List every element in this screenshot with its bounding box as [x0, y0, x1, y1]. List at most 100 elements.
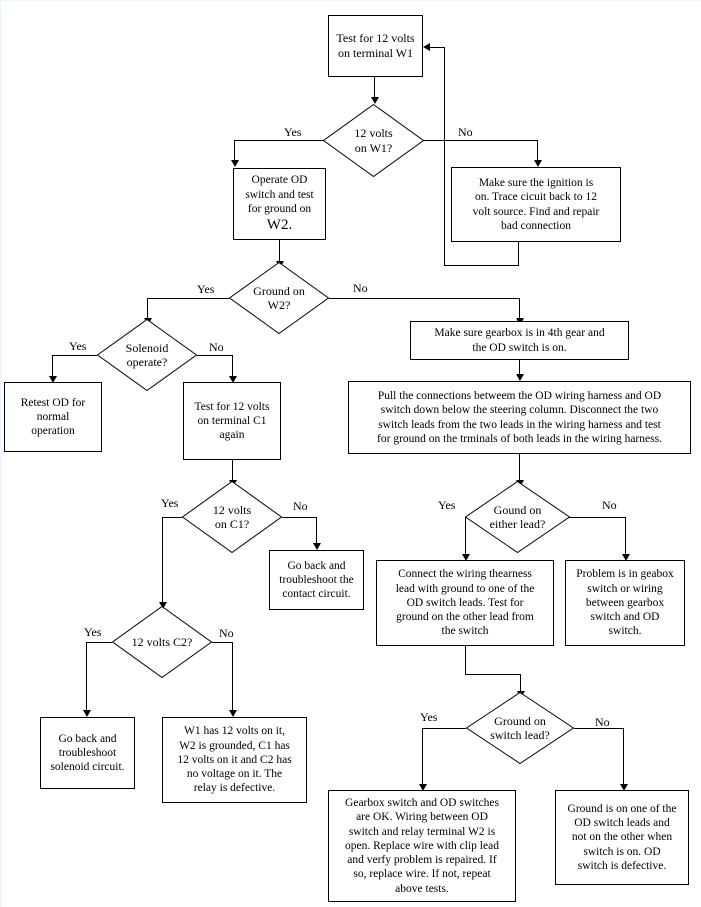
connector-d1-no-h	[423, 140, 537, 141]
decision-12-volts-c2[interactable]: 12 volts C2?	[112, 606, 212, 678]
diamond-shape-icon	[229, 262, 329, 334]
node-text: Go back and troubleshoot the contact cir…	[279, 559, 354, 601]
diamond-shape-icon	[112, 606, 212, 678]
connector-d7-yes-v	[422, 728, 423, 785]
arrow-d7-yes	[419, 784, 427, 791]
node-od-switch-defective[interactable]: Ground is on one of the OD switch leads …	[555, 790, 689, 885]
decision-12-volts-on-w1[interactable]: 12 volts on W1?	[323, 104, 424, 177]
edge-label-d7-yes: Yes	[420, 710, 438, 724]
node-gearbox-switches-ok[interactable]: Gearbox switch and OD switches are OK. W…	[328, 790, 516, 902]
edge-label-d5-no: No	[602, 498, 617, 512]
node-text: Test for 12 volts on terminal W1	[336, 31, 415, 60]
node-test-12-volts-c1-again[interactable]: Test for 12 volts on terminal C1 again	[183, 382, 281, 460]
arrow-d7-no	[620, 784, 628, 791]
arrow-n1-to-d1	[371, 97, 379, 104]
arrow-d6-yes	[83, 710, 91, 717]
connector-d1-yes-h	[234, 140, 324, 141]
edge-label-d4-yes: Yes	[161, 496, 179, 510]
decision-text: Gound on either lead?	[489, 502, 546, 531]
node-retest-od-normal-operation[interactable]: Retest OD for normal operation	[4, 382, 102, 452]
node-pull-connections[interactable]: Pull the connections betweem the OD wiri…	[348, 381, 691, 454]
connector-d7-no-v	[623, 728, 624, 785]
decision-text: 12 volts on C1?	[212, 502, 252, 531]
connector-feedback-h-bottom	[444, 265, 519, 266]
decision-text: 12 volts C2?	[131, 634, 193, 649]
connector-n2-to-d2	[279, 240, 280, 262]
node-text: W1 has 12 volts on it, W2 is grounded, C…	[177, 725, 292, 795]
decision-gound-on-either-lead[interactable]: Gound on either lead?	[465, 481, 570, 553]
arrow-d6-no	[229, 710, 237, 717]
arrow-n6-to-n7	[516, 374, 524, 381]
arrow-d3-no	[229, 376, 237, 383]
connector-d5-yes-v	[465, 517, 466, 555]
connector-d5-no-v	[625, 517, 626, 555]
connector-n1-to-d1	[374, 77, 375, 98]
edge-label-d6-no: No	[219, 626, 234, 640]
node-relay-is-defective[interactable]: W1 has 12 volts on it, W2 is grounded, C…	[162, 717, 307, 803]
connector-d3-no-h	[197, 355, 232, 356]
node-make-sure-ignition-on[interactable]: Make sure the ignition is on. Trace cicu…	[451, 167, 621, 242]
connector-d4-yes-v	[162, 517, 163, 603]
connector-d5-no-h	[569, 517, 625, 518]
arrow-d1-no	[534, 160, 542, 167]
connector-n7-to-d5	[519, 454, 520, 481]
decision-text: Ground on switch lead?	[490, 713, 550, 742]
connector-d2-no-h	[329, 298, 519, 299]
connector-n9-to-d7-v2	[520, 674, 521, 692]
arrow-feedback-to-n1	[423, 43, 430, 51]
connector-d1-no-v	[537, 140, 538, 161]
node-go-back-contact-circuit[interactable]: Go back and troubleshoot the contact cir…	[269, 550, 364, 610]
diamond-shape-icon	[466, 692, 574, 764]
connector-d2-yes-v	[147, 298, 148, 319]
edge-label-d2-yes: Yes	[197, 282, 215, 296]
node-go-back-solenoid-circuit[interactable]: Go back and troubleshoot solenoid circui…	[40, 717, 135, 789]
node-text-emphasis: W2.	[266, 217, 293, 234]
node-text: Make sure the ignition is on. Trace cicu…	[472, 177, 600, 232]
node-text: Ground is on one of the OD switch leads …	[567, 802, 677, 872]
node-text: Gearbox switch and OD switches are OK. W…	[345, 797, 499, 895]
connector-n9-to-d7-v1	[465, 646, 466, 675]
arrow-d4-no	[313, 543, 321, 550]
connector-d2-no-v	[519, 298, 520, 319]
arrow-d5-yes	[462, 554, 470, 561]
node-gearbox-4th-gear[interactable]: Make sure gearbox is in 4th gear and the…	[410, 321, 629, 360]
diamond-shape-icon	[97, 319, 197, 391]
decision-ground-on-switch-lead[interactable]: Ground on switch lead?	[466, 692, 574, 764]
decision-12-volts-on-c1[interactable]: 12 volts on C1?	[182, 481, 282, 553]
connector-n5-to-d4	[232, 460, 233, 481]
connector-d6-no-h	[212, 642, 232, 643]
connector-d6-no-v	[232, 642, 233, 711]
edge-label-d3-no: No	[209, 340, 224, 354]
diamond-shape-icon	[465, 481, 570, 553]
edge-label-d2-no: No	[353, 281, 368, 295]
node-text: Connect the wiring thearness lead with g…	[395, 568, 535, 638]
connector-d1-yes-v	[234, 140, 235, 161]
node-text: Problem is in geabox switch or wiring be…	[576, 568, 674, 638]
connector-feedback-v-up	[444, 47, 445, 266]
node-connect-wiring-harness-lead[interactable]: Connect the wiring thearness lead with g…	[376, 560, 554, 646]
connector-n6-to-n7	[519, 360, 520, 380]
edge-label-d7-no: No	[595, 715, 610, 729]
connector-feedback-h-top	[430, 47, 445, 48]
node-text: Make sure gearbox is in 4th gear and the…	[434, 327, 605, 354]
edge-label-d3-yes: Yes	[69, 339, 87, 353]
node-problem-gearbox-switch[interactable]: Problem is in geabox switch or wiring be…	[565, 560, 685, 646]
connector-n9-to-d7-h	[465, 674, 521, 675]
edge-label-d1-yes: Yes	[284, 125, 302, 139]
node-operate-od-switch[interactable]: Operate OD switch and test for ground on…	[233, 168, 326, 240]
node-text: Go back and troubleshoot solenoid circui…	[50, 732, 125, 774]
edge-label-d4-no: No	[293, 499, 308, 513]
node-test-for-12-volts-w1[interactable]: Test for 12 volts on terminal W1	[328, 15, 423, 77]
arrow-d1-yes	[231, 160, 239, 167]
arrow-d5-no	[622, 554, 630, 561]
edge-label-d1-no: No	[458, 125, 473, 139]
connector-d4-yes-h	[162, 517, 182, 518]
decision-solenoid-operate[interactable]: Solenoid operate?	[97, 319, 197, 391]
node-text: Test for 12 volts on terminal C1 again	[194, 400, 270, 442]
connector-d6-yes-v	[86, 642, 87, 711]
arrow-d4-yes	[159, 602, 167, 609]
decision-ground-on-w2[interactable]: Ground on W2?	[229, 262, 329, 334]
node-text: Pull the connections betweem the OD wiri…	[377, 390, 662, 445]
edge-label-d6-yes: Yes	[84, 625, 102, 639]
